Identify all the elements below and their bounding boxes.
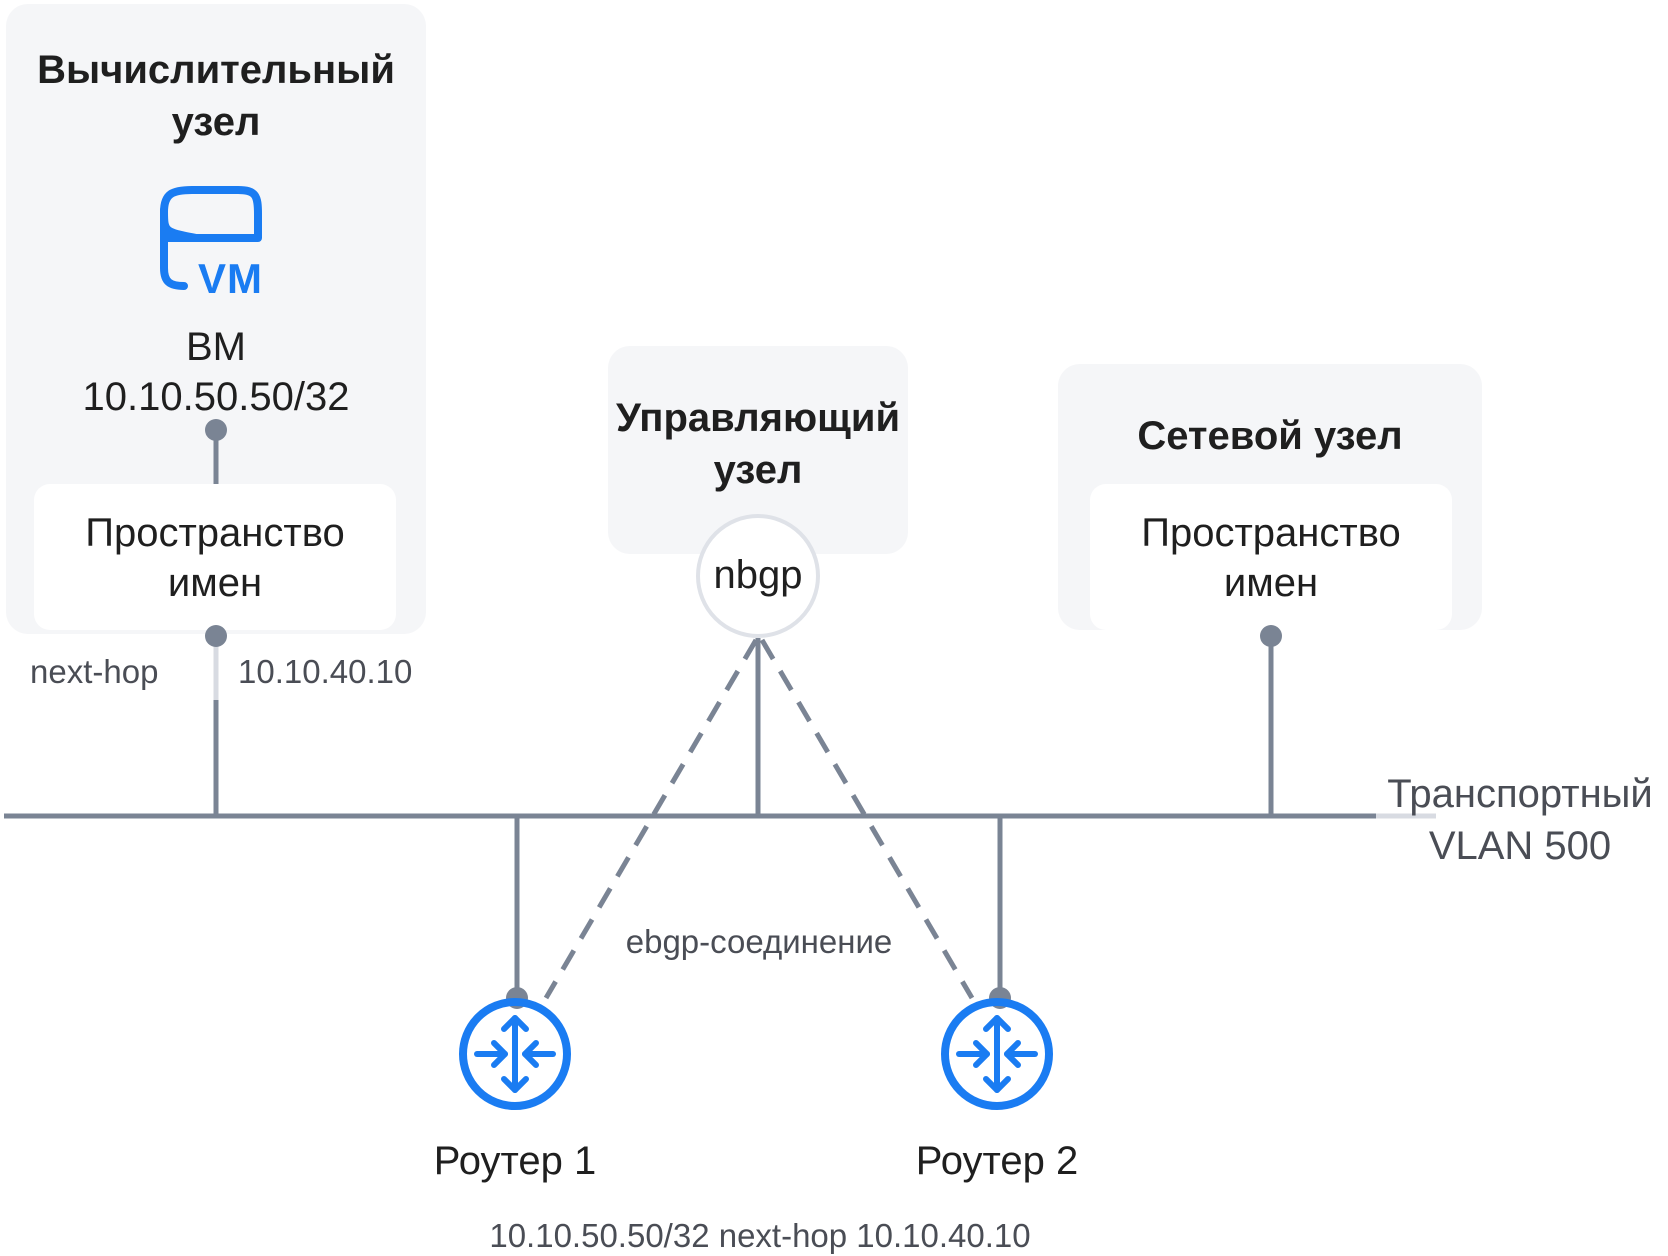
router2-label: Роутер 2 <box>915 1139 1079 1183</box>
ebgp-dash-1 <box>543 638 759 1000</box>
nbgp-circle <box>696 514 820 638</box>
route-text: 10.10.50.50/32 next-hop 10.10.40.10 <box>489 1217 1031 1254</box>
compute-node-title: Вычислительный узел <box>6 44 426 148</box>
network-node-title: Сетевой узел <box>1137 414 1403 458</box>
compute-node-title-line2: узел <box>171 100 261 144</box>
router-icon <box>459 998 571 1110</box>
vm-icon-label: VM <box>198 255 263 302</box>
vm-ip: 10.10.50.50/32 <box>82 375 350 419</box>
network-port-dot <box>1260 625 1282 647</box>
control-node-title-line1: Управляющий <box>615 396 901 440</box>
nexthop-label: next-hop <box>30 653 159 690</box>
compute-namespace-line1: Пространство <box>85 511 345 555</box>
vm-label: ВМ <box>186 325 246 369</box>
router1-label: Роутер 1 <box>433 1139 597 1183</box>
network-namespace-line2: имен <box>1223 561 1319 605</box>
network-namespace-label: Пространство имен <box>1090 508 1452 608</box>
vm-port-dot <box>205 419 227 441</box>
nbgp-label: nbgp <box>713 553 803 597</box>
compute-namespace-label: Пространство имен <box>34 508 396 608</box>
network-namespace-box <box>1090 484 1452 630</box>
transport-label: Транспортный VLAN 500 <box>1372 768 1668 872</box>
control-node-title: Управляющий узел <box>598 392 918 496</box>
ebgp-label: ebgp-соединение <box>625 923 893 960</box>
router-icon <box>941 998 1053 1110</box>
ebgp-dash-2 <box>759 638 975 1000</box>
transport-label-line2: VLAN 500 <box>1428 824 1612 868</box>
compute-namespace-line2: имен <box>167 561 263 605</box>
nexthop-ip: 10.10.40.10 <box>238 653 413 690</box>
transport-label-line1: Транспортный <box>1387 772 1653 816</box>
compute-namespace-box <box>34 484 396 630</box>
control-node-title-line2: узел <box>713 448 803 492</box>
compute-port-dot <box>205 625 227 647</box>
network-namespace-line1: Пространство <box>1141 511 1401 555</box>
compute-node-title-line1: Вычислительный <box>37 48 395 92</box>
vm-icon <box>160 186 262 290</box>
